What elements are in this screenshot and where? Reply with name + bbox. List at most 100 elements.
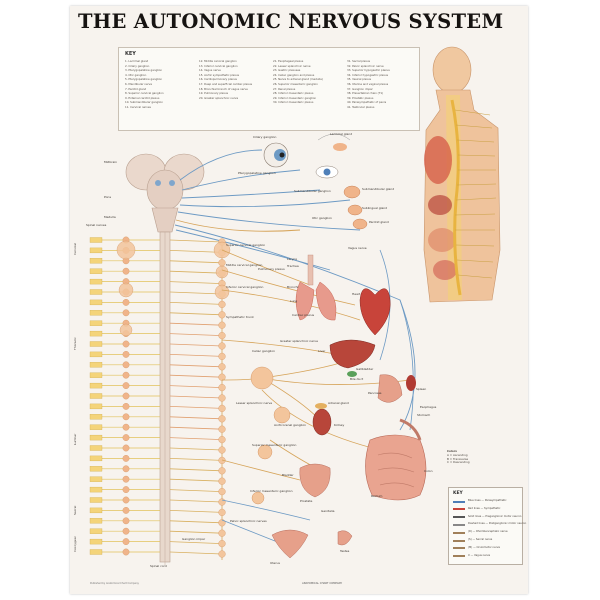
label-superior-mesenteric: Superior mesenteric ganglion — [252, 443, 297, 447]
key-entry: 14. Vagus nerve — [199, 68, 221, 73]
stomach — [377, 374, 403, 403]
spinal-nerve — [169, 478, 223, 482]
region-coccygeal: Coccygeal — [73, 536, 77, 552]
legend-swatch — [453, 516, 465, 519]
label-kidney: Kidney — [334, 423, 345, 427]
label-uterus: Uterus — [270, 561, 280, 565]
key-heading: KEY — [125, 51, 136, 57]
dorsal-root-ganglion — [122, 506, 130, 514]
spinal-nerve — [169, 541, 223, 544]
sympathetic-trunk — [116, 238, 231, 560]
vertebra-segment — [89, 341, 103, 347]
key-entry: 29. Inferior mesenteric ganglion — [273, 95, 317, 100]
key-entry: 5. Pterygopalatine ganglion — [125, 77, 163, 82]
vertebra-segment — [89, 237, 103, 243]
dorsal-root-ganglion — [122, 465, 130, 473]
vertebra-segment — [89, 247, 103, 254]
chain-ganglion — [218, 332, 226, 340]
vertebra-segment — [89, 268, 103, 274]
spinal-nerve — [169, 291, 223, 295]
label-inferior-mesenteric: Inferior mesenteric ganglion — [250, 489, 293, 493]
label-ganglion-impar: Ganglion impar — [182, 537, 206, 541]
legend-swatch — [453, 547, 465, 550]
label-prostate: Prostate — [300, 499, 313, 503]
legend-swatch — [453, 523, 465, 526]
color-key-item: A = Ascending — [447, 452, 468, 457]
dorsal-root-ganglion — [122, 423, 130, 431]
label-bladder: Bladder — [282, 473, 294, 477]
chain-ganglion — [218, 425, 226, 433]
dorsal-root-ganglion — [122, 527, 130, 535]
label-bile-duct: Bile duct — [350, 377, 364, 381]
key-entry: 34. Inferior hypogastric plexus — [347, 72, 389, 77]
label-esophagus: Esophagus — [420, 405, 437, 409]
spinal-nerve — [169, 354, 223, 357]
vertebra-segment — [89, 549, 103, 555]
key-entry: 39. Prostatic plexus — [347, 95, 374, 100]
color-key-item: B = Transverse — [447, 456, 469, 461]
chain-ganglion — [218, 477, 226, 485]
label-superior-cervical: Superior cervical ganglion — [226, 243, 266, 247]
dorsal-root-ganglion — [122, 392, 130, 400]
vertebra-segment — [89, 518, 103, 524]
key-entry: 28. Inferior mesenteric plexus — [273, 91, 314, 96]
key-entry: 8. Superior cervical ganglion — [125, 91, 164, 96]
label-lacrimal-gland: Lacrimal gland — [330, 132, 353, 136]
label-submandibular-gland: Submandibular gland — [362, 187, 395, 191]
key-entry: 22. Lesser splanchnic nerve — [273, 63, 311, 68]
vertebra-segment — [89, 528, 103, 534]
region-cervical: Cervical — [73, 242, 77, 255]
spinal-nerve — [169, 447, 223, 451]
label-pelvic-splanchnic: Pelvic splanchnic nerves — [230, 519, 267, 523]
chain-ganglion — [218, 488, 226, 496]
gallbladder — [347, 371, 357, 377]
key-entry: 21. Esophageal plexus — [273, 59, 304, 63]
key-entry: 10. Submandibular ganglion — [125, 100, 164, 105]
chain-ganglion — [218, 446, 226, 454]
key-entry: 4. Otic ganglion — [125, 72, 147, 77]
spinal-nerve — [169, 239, 223, 243]
chain-ganglion — [218, 404, 226, 413]
spinal-nerve-roots — [89, 236, 160, 556]
legend-row: Solid lines — Preganglionic motor neuron — [453, 515, 521, 521]
legend-swatch — [453, 539, 465, 542]
label-inferior-cervical: Inferior cervical ganglion — [226, 285, 264, 289]
chain-ganglion — [218, 436, 226, 444]
vertebra-segment — [89, 258, 103, 264]
legend-row: Dashed lines — Postganglionic motor neur… — [453, 522, 526, 528]
label-ciliary-ganglion: Ciliary ganglion — [253, 135, 277, 139]
cervical-ganglion — [215, 265, 229, 279]
spinal-nerve — [169, 260, 223, 264]
spinal-nerve — [169, 468, 223, 472]
label-medulla: Medulla — [104, 215, 116, 219]
cervical-ganglion — [214, 284, 230, 300]
dorsal-root-ganglion — [122, 517, 130, 525]
key-entry: 13. Inferior cervical ganglion — [199, 63, 238, 68]
vertebra-segment — [89, 289, 103, 295]
spinal-nerve — [169, 312, 223, 316]
spinal-nerve — [169, 520, 223, 524]
key-entry: 33. Superior hypogastric plexus — [347, 68, 390, 73]
key-entry: 25. Nerve to adrenal gland (medulla) — [273, 77, 323, 82]
vertebra-segment — [89, 486, 103, 493]
eye — [263, 133, 351, 179]
vertebra-segment — [89, 330, 103, 337]
spinal-nerve — [169, 395, 223, 399]
legend-text: (R) — Rhombencephalic nerve — [468, 530, 508, 534]
dorsal-root-ganglion — [122, 309, 130, 317]
spinal-nerve-rungs — [169, 239, 223, 555]
heart — [359, 288, 391, 336]
dorsal-root-ganglion — [122, 475, 130, 483]
label-liver: Liver — [318, 349, 326, 353]
vertebra-segment — [89, 455, 103, 462]
vertebra-segment — [89, 445, 103, 451]
dorsal-root-ganglion — [122, 402, 130, 410]
key-entry: 9. External carotid plexus — [125, 95, 160, 100]
key-entry: 41. Testicular plexus — [347, 104, 375, 109]
testes — [337, 530, 353, 546]
